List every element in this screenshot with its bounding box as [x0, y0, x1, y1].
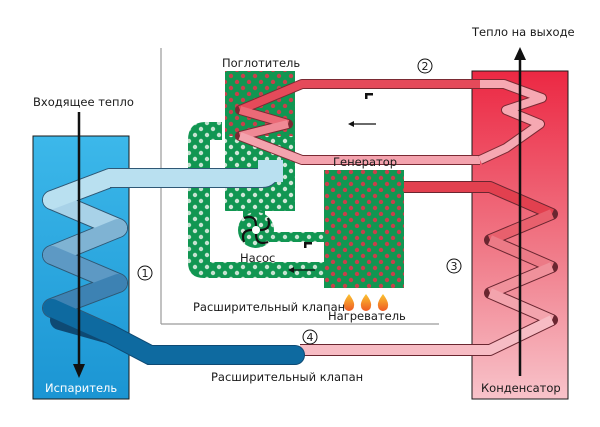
heater-label: Нагреватель	[328, 309, 406, 323]
svg-text:1: 1	[142, 267, 149, 280]
svg-text:2: 2	[422, 60, 429, 73]
valve-icon-top	[365, 93, 373, 99]
condenser-label: Конденсатор	[481, 381, 561, 395]
step-4-marker: 4	[302, 329, 318, 345]
outgoing-heat-label: Тепло на выходе	[471, 25, 575, 39]
incoming-heat-arrow	[73, 112, 85, 378]
absorber-label: Поглотитель	[222, 56, 300, 70]
svg-text:4: 4	[307, 331, 314, 344]
flow-arrow-top	[348, 121, 376, 127]
cold-return-fill	[43, 299, 304, 364]
generator-label: Генератор	[333, 155, 397, 169]
heater-flames-icon	[343, 294, 389, 311]
step-1-marker: 1	[137, 265, 153, 281]
condenser-coil	[300, 181, 558, 356]
step-2-marker: 2	[417, 58, 433, 74]
generator-vessel	[324, 170, 404, 288]
step-3-marker: 3	[446, 258, 462, 274]
svg-text:3: 3	[451, 260, 458, 273]
flow-arrow-bottom	[288, 267, 315, 273]
pump-label: Насос	[240, 251, 275, 265]
evaporator-label: Испаритель	[45, 381, 117, 395]
expansion-valve-outer-label: Расширительный клапан	[211, 370, 363, 384]
pump	[238, 212, 274, 248]
incoming-heat-label: Входящее тепло	[33, 95, 134, 109]
expansion-valve-inner-label: Расширительный клапан	[193, 300, 345, 314]
valve-icon-bottom	[304, 242, 312, 248]
absorber-coil-loop	[235, 79, 547, 165]
outgoing-heat-arrow	[514, 47, 526, 376]
absorber-solution-loop	[188, 122, 325, 278]
vapor-pipe-end	[258, 160, 283, 182]
